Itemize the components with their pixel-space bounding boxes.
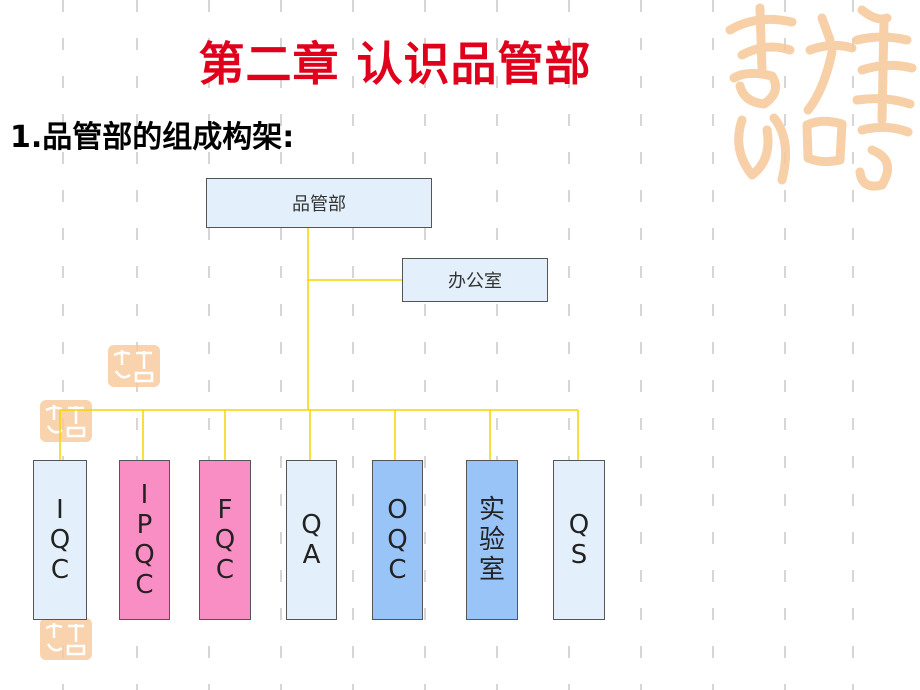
seal-decoration [725,3,917,191]
org-staff-box: 办公室 [402,258,548,302]
department-box-qs: Q S [553,460,605,620]
department-box-fqc: F Q C [199,460,251,620]
department-box-lab: 实 验 室 [466,460,518,620]
department-box-ipqc: I P Q C [119,460,170,620]
seal-decoration-small [40,618,92,660]
department-box-iqc: I Q C [33,460,87,620]
seal-decoration-small [108,345,160,387]
page-title: 第二章 认识品管部 [198,37,592,91]
department-box-qa: Q A [286,460,337,620]
section-heading: 1.品管部的组成构架: [10,120,295,155]
department-box-oqc: O Q C [372,460,423,620]
org-root-box: 品管部 [206,178,432,228]
